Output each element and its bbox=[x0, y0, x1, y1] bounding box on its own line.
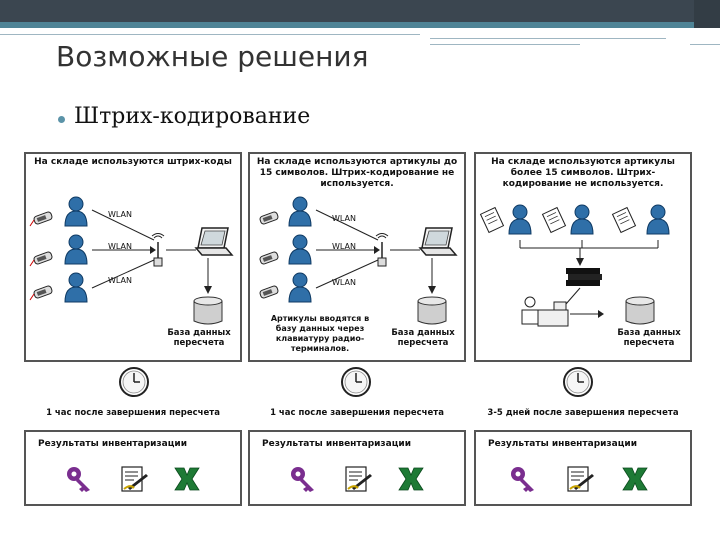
person-icon bbox=[64, 234, 88, 265]
wlan-label: WLAN bbox=[108, 276, 133, 285]
database-label: База данных пересчета bbox=[617, 328, 681, 348]
wlan-label: WLAN bbox=[332, 278, 357, 287]
results-title: Результаты инвентаризации bbox=[38, 439, 188, 449]
time-caption: 1 час после завершения пересчета bbox=[270, 408, 444, 418]
person-icon bbox=[64, 272, 88, 303]
time-caption: 1 час после завершения пересчета bbox=[46, 408, 220, 418]
excel-icon bbox=[622, 466, 649, 493]
person-icon bbox=[288, 234, 312, 265]
paper-sheet-icon bbox=[542, 207, 566, 233]
divider-mid bbox=[430, 38, 666, 39]
person-icon bbox=[646, 204, 670, 235]
panel-diagram bbox=[29, 196, 233, 325]
clock-icon bbox=[119, 367, 149, 397]
results-title: Результаты инвентаризации bbox=[488, 439, 638, 449]
person-icon bbox=[64, 196, 88, 227]
solution-panel-2: На складе используются артикулы до 15 си… bbox=[248, 152, 466, 362]
database-label: База данных пересчета bbox=[391, 328, 455, 348]
database-icon bbox=[625, 296, 655, 325]
operator-at-desk-icon bbox=[521, 296, 569, 327]
panel-diagram bbox=[480, 204, 670, 327]
barcode-scanner-icon bbox=[32, 210, 54, 226]
key-icon bbox=[511, 467, 534, 492]
barcode-scanner-icon bbox=[258, 210, 280, 226]
person-icon bbox=[570, 204, 594, 235]
laptop-icon bbox=[419, 227, 457, 256]
database-icon bbox=[193, 296, 223, 325]
divider-left bbox=[0, 34, 420, 35]
wlan-label: WLAN bbox=[332, 242, 357, 251]
input-note: Артикулы вводятся в базу данных через кл… bbox=[270, 314, 370, 353]
wlan-label: WLAN bbox=[332, 214, 357, 223]
document-sign-icon bbox=[567, 466, 594, 492]
wlan-label: WLAN bbox=[108, 242, 133, 251]
clock-icon bbox=[341, 367, 371, 397]
database-label: База данных пересчета bbox=[167, 328, 231, 348]
panel-heading: На складе используются штрих-коды bbox=[34, 157, 232, 167]
laptop-icon bbox=[195, 227, 233, 256]
barcode-scanner-icon bbox=[258, 284, 280, 300]
paper-sheet-icon bbox=[612, 207, 636, 233]
results-panel-3: Результаты инвентаризации bbox=[474, 430, 692, 506]
barcode-scanner-icon bbox=[258, 250, 280, 266]
paper-sheet-icon bbox=[480, 207, 504, 233]
database-icon bbox=[417, 296, 447, 325]
divider-mid-short bbox=[430, 44, 580, 45]
header-corner-block bbox=[694, 0, 720, 28]
bullet-text: Штрих-кодирование bbox=[74, 104, 311, 129]
person-icon bbox=[508, 204, 532, 235]
wlan-label: WLAN bbox=[108, 210, 133, 219]
key-icon bbox=[67, 467, 90, 492]
header-accent-strip bbox=[0, 22, 720, 28]
barcode-scanner-icon bbox=[32, 284, 54, 300]
time-caption: 3-5 дней после завершения пересчета bbox=[487, 408, 679, 418]
results-panel-2: Результаты инвентаризации bbox=[248, 430, 466, 506]
bullet-marker bbox=[58, 116, 65, 123]
key-icon bbox=[291, 467, 314, 492]
document-sign-icon bbox=[345, 466, 372, 492]
solution-panel-3: На складе используются артикулы более 15… bbox=[474, 152, 692, 362]
page-title: Возможные решения bbox=[56, 40, 369, 73]
barcode-scanner-icon bbox=[32, 250, 54, 266]
document-sign-icon bbox=[121, 466, 148, 492]
person-icon bbox=[288, 272, 312, 303]
document-stack-icon bbox=[566, 268, 602, 286]
person-icon bbox=[288, 196, 312, 227]
excel-icon bbox=[398, 466, 425, 493]
panel-heading: На складе используются артикулы до 15 си… bbox=[256, 157, 458, 189]
divider-right bbox=[690, 44, 720, 45]
results-title: Результаты инвентаризации bbox=[262, 439, 412, 449]
excel-icon bbox=[174, 466, 201, 493]
panel-heading: На складе используются артикулы более 15… bbox=[491, 157, 675, 189]
results-panel-1: Результаты инвентаризации bbox=[24, 430, 242, 506]
clock-icon bbox=[563, 367, 593, 397]
solution-panel-1: На складе используются штрих-коды WLAN W… bbox=[24, 152, 242, 362]
panel-diagram bbox=[258, 196, 457, 325]
